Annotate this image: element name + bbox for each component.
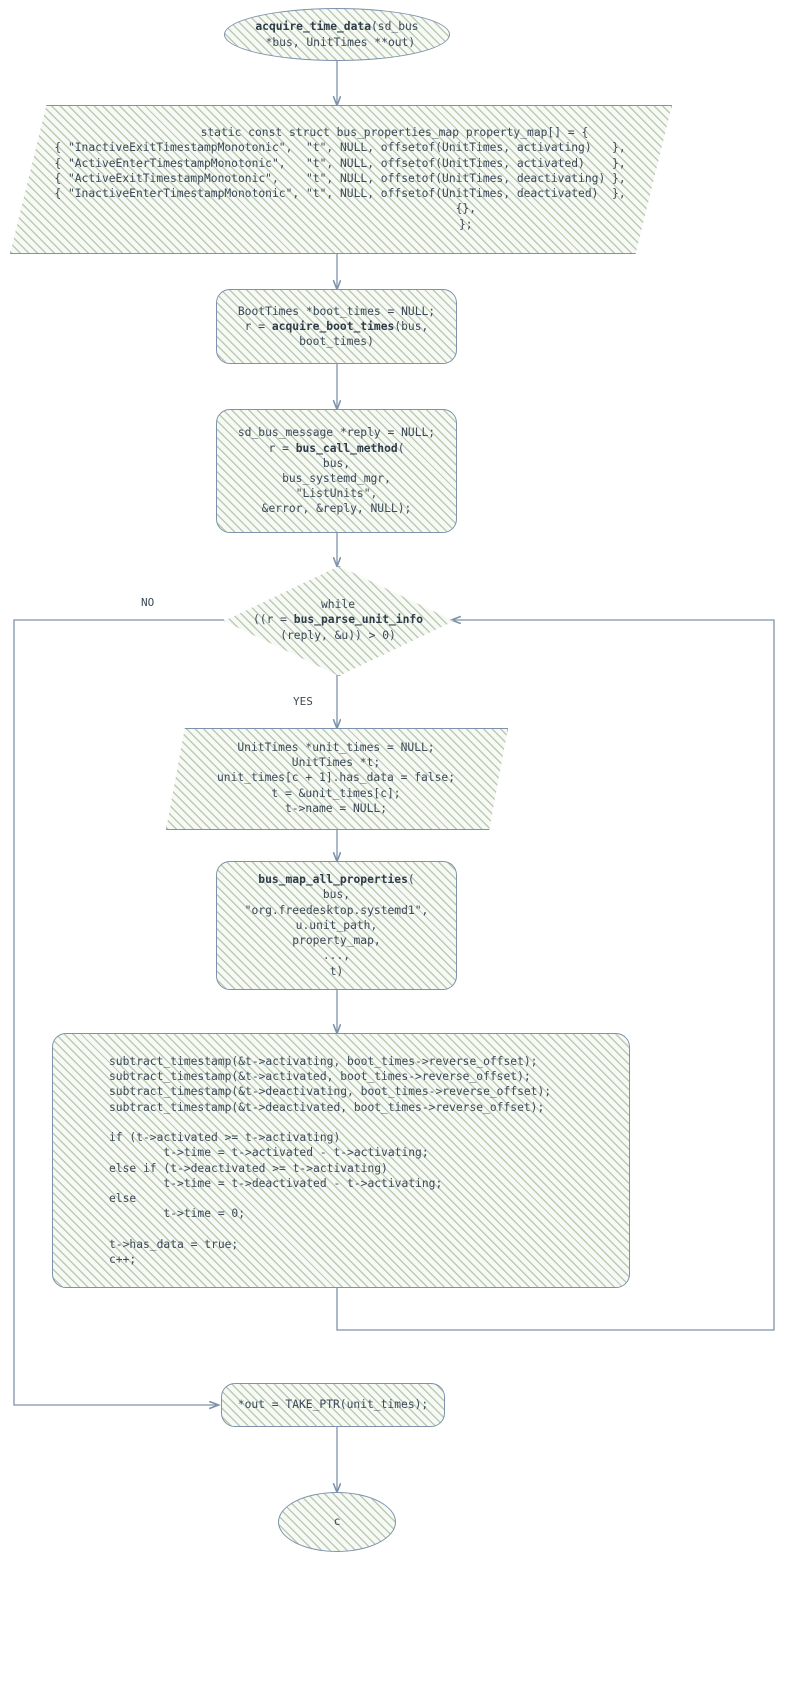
acquire-boot-times-text: BootTimes *boot_times = NULL; r = acquir… [237,304,436,349]
bus-map-all-properties-text: bus_map_all_properties( bus, "org.freede… [244,873,429,978]
bus-map-all-properties-block[interactable]: bus_map_all_properties( bus, "org.freede… [216,861,457,990]
bus-call-method-text: sd_bus_message *reply = NULL; r = bus_ca… [237,426,436,516]
while-decision-text: while ((r = bus_parse_unit_info (reply, … [252,598,424,642]
property-map-shape [10,105,672,254]
end-node-label: c [333,1515,341,1529]
edge-label-no: NO [141,596,155,609]
while-decision[interactable]: while ((r = bus_parse_unit_info (reply, … [224,566,454,676]
subtract-timestamp-block[interactable]: subtract_timestamp(&t->activating, boot_… [52,1033,630,1288]
take-ptr-text: *out = TAKE_PTR(unit_times); [237,1398,429,1412]
property-map-block[interactable]: static const struct bus_properties_map p… [10,105,672,254]
start-node-label: acquire_time_data(sd_bus *bus, UnitTimes… [255,20,419,49]
edge-label-yes: YES [293,695,313,708]
unit-times-init-block[interactable]: UnitTimes *unit_times = NULL; UnitTimes … [166,728,508,830]
acquire-boot-times-block[interactable]: BootTimes *boot_times = NULL; r = acquir… [216,289,457,364]
start-node[interactable]: acquire_time_data(sd_bus *bus, UnitTimes… [224,8,450,61]
subtract-timestamp-text: subtract_timestamp(&t->activating, boot_… [109,1055,552,1266]
take-ptr-block[interactable]: *out = TAKE_PTR(unit_times); [221,1383,445,1427]
unit-times-init-text: UnitTimes *unit_times = NULL; UnitTimes … [216,740,456,815]
bus-call-method-block[interactable]: sd_bus_message *reply = NULL; r = bus_ca… [216,409,457,533]
end-node[interactable]: c [278,1492,396,1552]
property-map-text: static const struct bus_properties_map p… [54,126,626,231]
unit-times-init-shape [166,728,508,830]
